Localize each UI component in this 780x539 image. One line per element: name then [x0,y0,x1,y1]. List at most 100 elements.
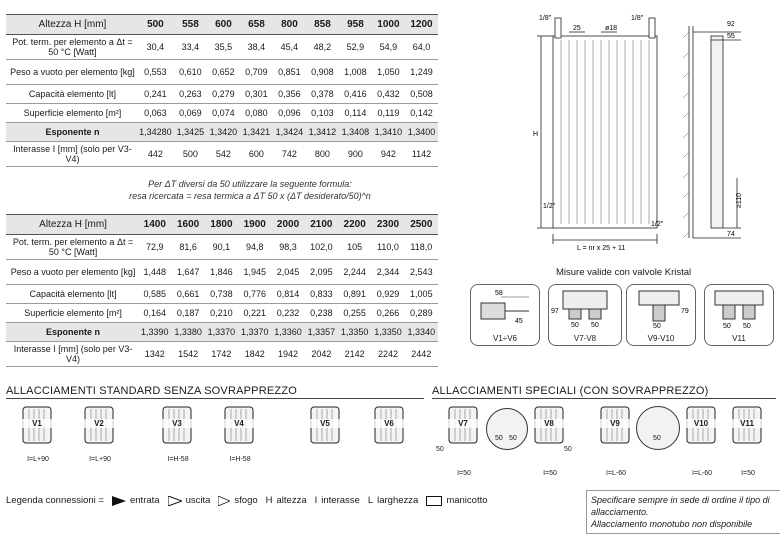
cell-value: 1,3350 [338,322,372,342]
cell-value: 942 [371,141,405,167]
cell-value: 2,095 [304,259,338,285]
connection-dim: I=H-58 [229,456,251,463]
header-col: 2200 [338,214,372,235]
interaxis-symbol: I [314,495,318,506]
header-label: Altezza H [mm] [6,14,137,35]
cell-value: 0,652 [206,59,240,85]
cell-value: 2,543 [404,259,438,285]
header-col: 1600 [171,214,205,235]
cell-value: 742 [272,141,306,167]
cell-value: 105 [338,234,372,260]
cell-value: 0,232 [271,303,305,323]
connection-v5: V5 [304,406,348,456]
row-label: Peso a vuoto per elemento [kg] [6,59,137,85]
connection-tag: V9 [600,419,630,428]
cell-value: 118,0 [404,234,438,260]
cell-value: 0,738 [204,284,239,304]
cell-value: 2,344 [371,259,405,285]
sleeve-box-icon [426,495,443,506]
cell-value: 94,8 [238,234,272,260]
valve-detail-icon: 97 50 50 [551,290,608,329]
kristal-v9-d2: 50 [653,323,661,329]
cell-value: 0,891 [338,284,372,304]
connection-tag: V3 [162,419,192,428]
cell-value: 2142 [338,341,372,367]
kristal-v7-d3: 50 [591,322,599,329]
order-note-line-2: Allacciamento monotubo non disponibile [591,519,753,529]
kristal-v1-d1: 58 [495,290,503,297]
cell-value: 1942 [271,341,305,367]
row-label: Interasse I [mm] (solo per V3-V4) [6,141,137,167]
cell-value: 1542 [171,341,205,367]
inlet-arrow-icon [111,495,126,506]
connection-tag: V1 [22,419,52,428]
vent-arrow-icon [218,495,231,506]
cell-value: 0,063 [136,103,174,123]
cell-value: 0,301 [239,84,273,104]
connection-dim: I=50 [457,470,471,477]
cell-value: 0,119 [371,103,405,123]
cell-value: 1,3421 [239,122,273,142]
dim-half-left: 1/2" [543,203,556,210]
cell-value: 0,266 [371,303,405,323]
cell-value: 0,096 [272,103,306,123]
kristal-v11-d2: 50 [743,323,751,329]
cell-value: 0,432 [371,84,405,104]
row-label: Peso a vuoto per elemento [kg] [6,259,139,285]
header-col: 500 [136,14,174,35]
header-col: 658 [239,14,273,35]
cell-value: 2442 [404,341,438,367]
table-row: Pot. term. per elemento a Δt = 50 °C [Wa… [6,234,438,260]
header-col: 2500 [404,214,438,235]
bubble-num: 50 [495,435,503,442]
cell-value: 0,929 [371,284,405,304]
cell-value: 1,3408 [338,122,372,142]
standard-connections-row: V1 I=L+90 V2 I=L+90 V3 I=H-58 [6,404,424,468]
row-label: Pot. term. per elemento a Δt = 50 °C [Wa… [6,234,139,260]
connection-dim: I=L+90 [89,456,111,463]
cell-value: 1,008 [338,59,372,85]
row-label: Pot. term. per elemento a Δt = 50 °C [Wa… [6,34,137,60]
kristal-caption: Misure valide con valvole Kristal [556,267,692,278]
cell-value: 0,187 [171,303,205,323]
cell-value: 0,661 [171,284,205,304]
cell-value: 90,1 [204,234,239,260]
cell-value: 98,3 [271,234,305,260]
bubble-num: 50 [509,435,517,442]
cell-value: 0,221 [238,303,272,323]
cell-value: 33,4 [173,34,207,60]
connection-v11: V11 I=50 [728,406,768,477]
connection-dim: I=L-60 [691,470,713,477]
header-col: 1900 [238,214,272,235]
legend-item: entrata [111,495,160,506]
cell-value: 0,610 [173,59,207,85]
cell-value: 72,9 [138,234,172,260]
kristal-tag-v9-v10: V9-V10 [647,334,675,343]
cell-value: 1,846 [204,259,239,285]
legend-item: sfogo [218,495,258,506]
order-note-line-1: Specificare sempre in sede di ordine il … [591,495,770,517]
row-label: Esponente n [6,322,139,342]
cell-value: 0,210 [204,303,239,323]
connection-dim: I=L-60 [605,470,627,477]
legend-label: larghezza [377,495,419,506]
dim-pipe-right: 1/8" [631,15,644,22]
cell-value: 0,114 [338,103,372,123]
width-symbol: L [367,495,374,506]
kristal-v7-d2: 50 [571,322,579,329]
connection-v3: V3 I=H-58 [156,406,200,463]
formula-line-1: Per ΔT diversi da 50 utilizzare la segue… [148,179,352,189]
cell-value: 1342 [138,341,172,367]
side-dim-v7: 50 [436,446,444,453]
cell-value: 1,249 [404,59,438,85]
cell-value: 2042 [304,341,338,367]
cell-value: 0,074 [206,103,240,123]
cell-value: 1,448 [138,259,172,285]
legend-label: manicotto [446,495,488,506]
dim-55: 55 [727,33,735,40]
